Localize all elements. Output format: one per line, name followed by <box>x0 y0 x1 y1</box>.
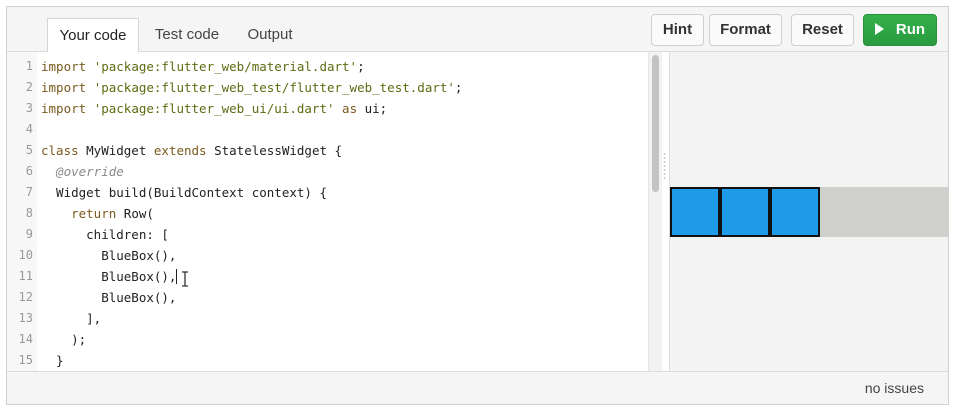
code-editor[interactable]: 1 import 'package:flutter_web/material.da… <box>7 52 669 371</box>
code-text: import 'package:flutter_web/material.dar… <box>41 59 365 74</box>
status-bar: no issues <box>7 371 948 404</box>
code-line[interactable]: 1 import 'package:flutter_web/material.da… <box>7 56 647 77</box>
drag-handle-icon[interactable] <box>663 152 668 182</box>
tab-output[interactable]: Output <box>247 26 293 43</box>
tab-your-code[interactable]: Your code <box>47 18 139 53</box>
code-text: return Row( <box>71 206 154 221</box>
top-toolbar: Your code Test code Output Hint Format R… <box>7 7 948 53</box>
format-button[interactable]: Format <box>709 14 782 46</box>
line-number: 15 <box>18 353 33 367</box>
issues-status: no issues <box>864 380 924 396</box>
tab-test-code[interactable]: Test code <box>154 26 220 43</box>
line-number-gutter <box>7 52 37 371</box>
code-line[interactable]: 9 children: [ <box>7 224 647 245</box>
code-text: } <box>41 353 64 368</box>
line-number: 7 <box>25 185 33 199</box>
code-line[interactable]: 5 class MyWidget extends StatelessWidget … <box>7 140 647 161</box>
code-text: BlueBox(), <box>41 269 178 284</box>
caret <box>176 269 178 284</box>
code-line[interactable]: 13 ], <box>7 308 647 329</box>
editor-scrollbar[interactable] <box>648 52 662 371</box>
code-line[interactable]: 12 BlueBox(), <box>7 287 647 308</box>
dartpad-panel: Your code Test code Output Hint Format R… <box>6 6 949 405</box>
code-line[interactable]: 11 BlueBox(), <box>7 266 647 287</box>
code-text: import 'package:flutter_web_ui/ui.dart' … <box>41 101 388 116</box>
line-number: 5 <box>25 143 33 157</box>
code-line[interactable]: 2 import 'package:flutter_web_test/flutte… <box>7 77 647 98</box>
code-text: class MyWidget extends StatelessWidget { <box>41 143 343 158</box>
code-text: BlueBox(), <box>41 248 177 263</box>
line-number: 14 <box>18 332 33 346</box>
line-number: 12 <box>18 290 33 304</box>
line-number: 3 <box>25 101 33 115</box>
code-line[interactable]: 4 <box>7 119 647 140</box>
reset-button[interactable]: Reset <box>791 14 854 46</box>
code-line[interactable]: 15 } <box>7 350 647 371</box>
code-line[interactable]: 14 ); <box>7 329 647 350</box>
scrollbar-thumb[interactable] <box>652 55 659 192</box>
code-text: @override <box>41 164 124 179</box>
code-line[interactable]: 6 @override <box>7 161 647 182</box>
code-line[interactable]: 8 return Row( <box>7 203 647 224</box>
line-number: 1 <box>25 59 33 73</box>
code-text: BlueBox(), <box>41 290 177 305</box>
play-icon <box>874 23 884 35</box>
blue-box <box>770 187 820 237</box>
blue-box <box>720 187 770 237</box>
run-button[interactable]: Run <box>863 14 937 46</box>
line-number: 4 <box>25 122 33 136</box>
code-text: ], <box>41 311 102 326</box>
hint-button[interactable]: Hint <box>651 14 704 46</box>
code-text: children: [ <box>41 227 169 242</box>
code-line[interactable]: 7 Widget build(BuildContext context) { <box>7 182 647 203</box>
line-number: 8 <box>25 206 33 220</box>
code-text: import 'package:flutter_web_test/flutter… <box>41 80 463 95</box>
code-line[interactable]: 3 import 'package:flutter_web_ui/ui.dart'… <box>7 98 647 119</box>
line-number: 2 <box>25 80 33 94</box>
line-number: 11 <box>18 269 33 283</box>
run-label: Run <box>895 21 926 38</box>
code-text: ); <box>41 332 87 347</box>
output-preview <box>670 52 948 371</box>
code-line[interactable]: 10 BlueBox(), <box>7 245 647 266</box>
line-number: 13 <box>18 311 33 325</box>
line-number: 10 <box>18 248 33 262</box>
text-cursor-icon <box>182 271 188 287</box>
line-number: 6 <box>25 164 33 178</box>
blue-box <box>670 187 720 237</box>
code-text: Widget build(BuildContext context) { <box>41 185 327 200</box>
split-divider <box>669 52 670 371</box>
line-number: 9 <box>25 227 33 241</box>
